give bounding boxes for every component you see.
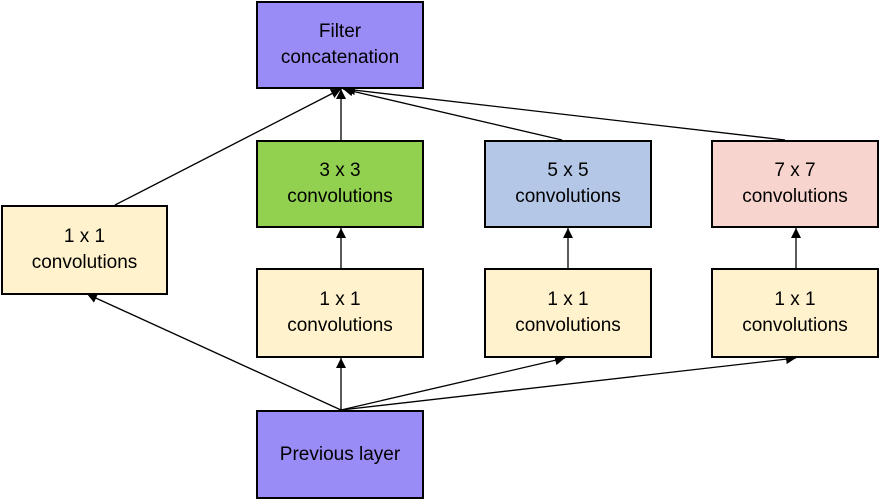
- conv5x5-line2: convolutions: [515, 186, 621, 207]
- conv1x1-c-line1: 1 x 1: [774, 289, 816, 310]
- conv1x1-c-node: 1 x 1 convolutions: [711, 268, 879, 358]
- filter-concatenation-line2: concatenation: [280, 47, 400, 68]
- conv7x7-line2: convolutions: [742, 186, 848, 207]
- conv5x5-node: 5 x 5 convolutions: [484, 140, 652, 228]
- conv1x1-a-line2: convolutions: [287, 315, 393, 336]
- conv1x1-b-line2: convolutions: [515, 315, 621, 336]
- conv5x5-line1: 5 x 5: [547, 160, 589, 181]
- previous-layer-label: Previous layer: [279, 443, 401, 465]
- conv1x1-c-line2: convolutions: [742, 315, 848, 336]
- edge-conv1x1-left-to-concat: [114, 88, 342, 206]
- conv1x1-a-line1: 1 x 1: [319, 289, 361, 310]
- filter-concatenation-line1: Filter: [318, 21, 362, 42]
- edge-previous-to-conv1x1-left: [86, 293, 342, 411]
- previous-layer-node: Previous layer: [256, 410, 424, 499]
- conv7x7-node: 7 x 7 convolutions: [711, 140, 879, 228]
- filter-concatenation-node: Filter concatenation: [256, 1, 424, 89]
- edge-conv7x7-to-concat: [344, 85, 786, 141]
- conv3x3-line2: convolutions: [287, 186, 393, 207]
- conv1x1-left-node: 1 x 1 convolutions: [1, 205, 168, 295]
- conv1x1-left-line1: 1 x 1: [63, 226, 106, 247]
- conv7x7-line1: 7 x 7: [774, 160, 816, 181]
- conv1x1-b-line1: 1 x 1: [547, 289, 589, 310]
- edge-conv5x5-to-concat: [342, 86, 563, 141]
- conv1x1-a-node: 1 x 1 convolutions: [256, 268, 424, 358]
- edge-previous-to-conv1x1-c: [340, 354, 797, 411]
- edge-previous-to-conv1x1-b: [340, 355, 566, 411]
- conv1x1-b-node: 1 x 1 convolutions: [484, 268, 652, 358]
- conv3x3-node: 3 x 3 convolutions: [256, 140, 424, 228]
- conv1x1-left-line2: convolutions: [31, 252, 138, 273]
- conv3x3-line1: 3 x 3: [319, 160, 361, 181]
